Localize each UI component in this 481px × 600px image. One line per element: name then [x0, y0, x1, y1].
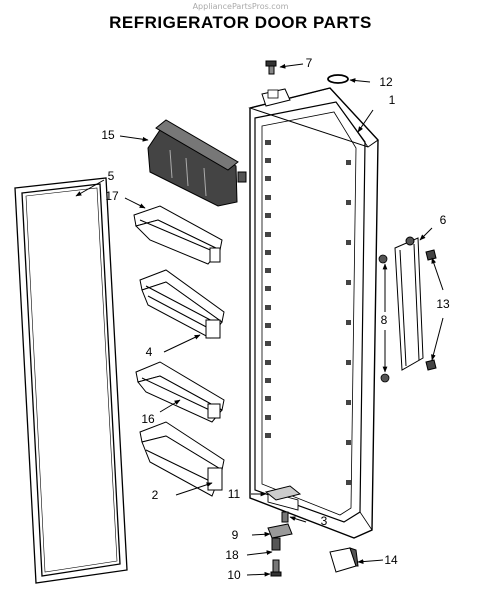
door-gasket-part — [14, 177, 128, 584]
deep-door-bin-part — [139, 421, 225, 497]
large-door-bin-part — [139, 269, 225, 339]
watermark: AppliancePartsPros.com — [192, 2, 289, 11]
lower-hinge-assembly — [264, 485, 302, 577]
handle-screws-part — [378, 254, 390, 383]
callout-2: 2 — [152, 488, 159, 502]
callout-18: 18 — [225, 548, 239, 562]
shallow-door-bin-part — [135, 361, 225, 423]
callout-6: 6 — [440, 213, 447, 227]
callout-11: 11 — [228, 487, 241, 501]
door-handle-part — [394, 236, 437, 371]
callout-12: 12 — [379, 75, 393, 89]
callout-4: 4 — [146, 345, 153, 359]
door-panel-part — [248, 87, 379, 539]
dairy-door-part — [147, 119, 247, 207]
callout-17: 17 — [105, 189, 119, 203]
hinge-washer-part — [327, 74, 349, 84]
callout-16: 16 — [141, 412, 155, 426]
callout-15: 15 — [101, 128, 115, 142]
callout-3: 3 — [321, 514, 328, 528]
callout-8: 8 — [381, 313, 388, 327]
hinge-cover-part — [329, 547, 359, 573]
door-shelf-studs — [265, 140, 351, 485]
callout-14: 14 — [384, 553, 398, 567]
callout-5: 5 — [108, 169, 115, 183]
callout-9: 9 — [232, 528, 239, 542]
diagram-title: REFRIGERATOR DOOR PARTS — [109, 13, 372, 32]
callout-7: 7 — [306, 56, 313, 70]
callout-leaders — [75, 63, 444, 577]
hinge-plug-part — [265, 60, 277, 75]
callout-1: 1 — [389, 93, 396, 107]
callout-13: 13 — [436, 297, 450, 311]
small-door-bin-part — [133, 205, 223, 265]
callout-10: 10 — [227, 568, 241, 582]
